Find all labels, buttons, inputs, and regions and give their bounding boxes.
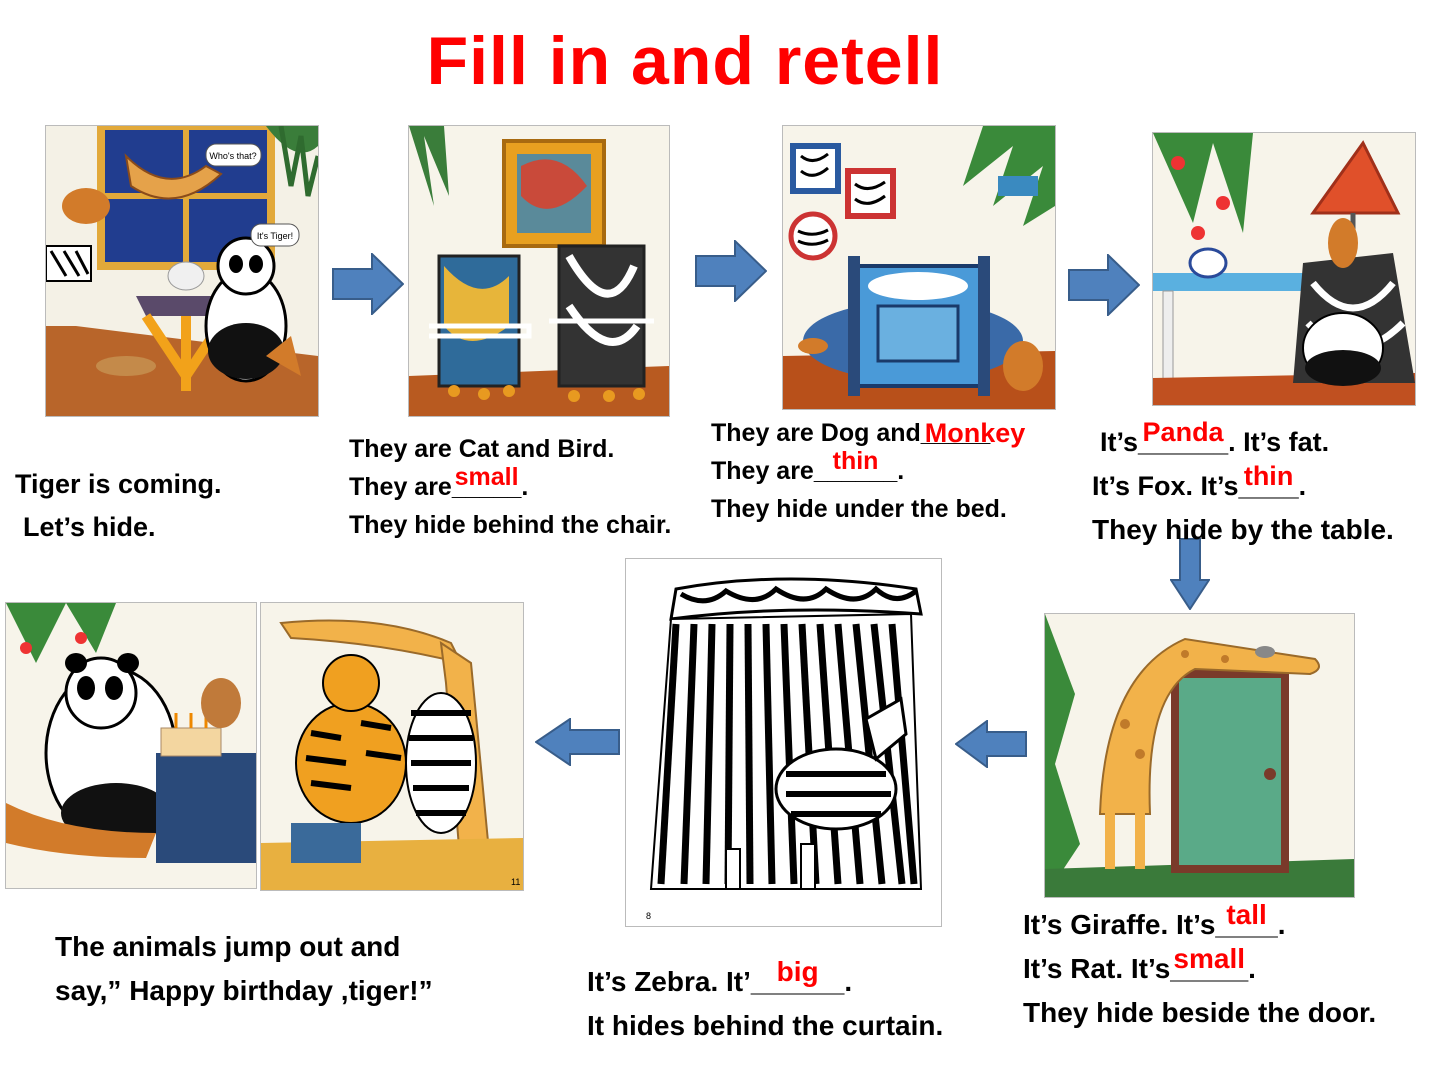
story-panel-7 [5, 602, 257, 889]
arrow-right-icon-3 [1068, 254, 1140, 316]
page-number-11: 11 [511, 877, 520, 887]
caption-6-answer: big [776, 956, 819, 987]
story-panel-5 [1044, 613, 1355, 898]
story-panel-1: Who's that? It's Tiger! [45, 125, 319, 417]
arrow-left-icon-1 [955, 720, 1027, 768]
caption-6-blank: ______big [751, 956, 844, 1004]
caption-4-blank-2: ____thin [1239, 461, 1299, 508]
caption-5-line-2: It’s Rat. It’s_____small. [1023, 943, 1376, 991]
caption-7-line-2: say,” Happy birthday ,tiger!” [55, 975, 433, 1006]
caption-5-blank-2: _____small [1170, 943, 1248, 991]
caption-3-blank-1: _____Monkey [921, 414, 1026, 452]
caption-6-line-2: It hides behind the curtain. [587, 1010, 944, 1041]
caption-7-line-1: The animals jump out and [55, 931, 401, 962]
caption-5-blank-1: ____tall [1215, 899, 1277, 947]
story-panel-4 [1152, 132, 1416, 406]
speech-bubble-1: Who's that? [209, 151, 256, 161]
caption-7: The animals jump out and say,” Happy bir… [55, 925, 433, 1013]
arrow-right-icon-2 [695, 240, 767, 302]
caption-2-line-1: They are Cat and Bird. [349, 435, 615, 463]
caption-4-answer-1: Panda [1142, 417, 1224, 447]
caption-4-line-2: It’s Fox. It’s____thin. [1092, 461, 1394, 508]
caption-2-blank: _____small [452, 463, 522, 506]
story-panel-2 [408, 125, 670, 417]
caption-1-line-2: Let’s hide. [23, 512, 156, 542]
caption-3: They are Dog and_____Monkey They are____… [711, 414, 1026, 528]
arrow-right-icon-1 [332, 253, 404, 315]
caption-5-answer-1: tall [1226, 899, 1267, 930]
page-number-8: 8 [646, 911, 651, 921]
caption-2: They are Cat and Bird. They are_____smal… [349, 430, 671, 544]
caption-3-line-2: They are______thin. [711, 447, 1007, 490]
caption-4: It’s______Panda. It’s fat. It’s Fox. It’… [1092, 417, 1394, 552]
caption-1: Tiger is coming. Let’s hide. [15, 463, 222, 549]
story-panel-8: 11 [260, 602, 524, 891]
arrow-down-icon [1170, 538, 1210, 610]
page-title: Fill in and retell [426, 23, 944, 99]
story-panel-6: 8 [625, 558, 942, 927]
caption-6-line-1: It’s Zebra. It’______big. [587, 956, 943, 1004]
arrow-left-icon-2 [535, 718, 620, 766]
caption-3-line-3: They hide under the bed. [711, 495, 1007, 523]
caption-5: It’s Giraffe. It’s____tall. It’s Rat. It… [1023, 899, 1377, 1035]
caption-5-line-1: It’s Giraffe. It’s____tall. [1023, 899, 1376, 947]
caption-5-line-3: They hide beside the door. [1023, 997, 1377, 1028]
caption-1-line-1: Tiger is coming. [15, 469, 222, 499]
story-panel-3 [782, 125, 1056, 410]
caption-2-line-3: They hide behind the chair. [349, 511, 672, 539]
caption-4-answer-2: thin [1243, 461, 1294, 491]
caption-3-answer-2: thin [832, 447, 879, 475]
caption-3-blank-2: ______thin [814, 447, 897, 490]
caption-4-line-3: They hide by the table. [1092, 514, 1394, 545]
caption-2-answer: small [454, 463, 519, 491]
caption-4-blank-1: ______Panda [1138, 417, 1228, 464]
caption-3-line-1: They are Dog and_____Monkey [711, 414, 1026, 452]
caption-3-answer-1: Monkey [924, 418, 1026, 448]
speech-bubble-2: It's Tiger! [257, 231, 293, 241]
caption-4-line-1: It’s______Panda. It’s fat. [1092, 417, 1394, 464]
caption-2-line-2: They are_____small. [349, 463, 671, 506]
caption-5-answer-2: small [1173, 943, 1246, 974]
caption-6: It’s Zebra. It’______big. It hides behin… [587, 956, 944, 1048]
